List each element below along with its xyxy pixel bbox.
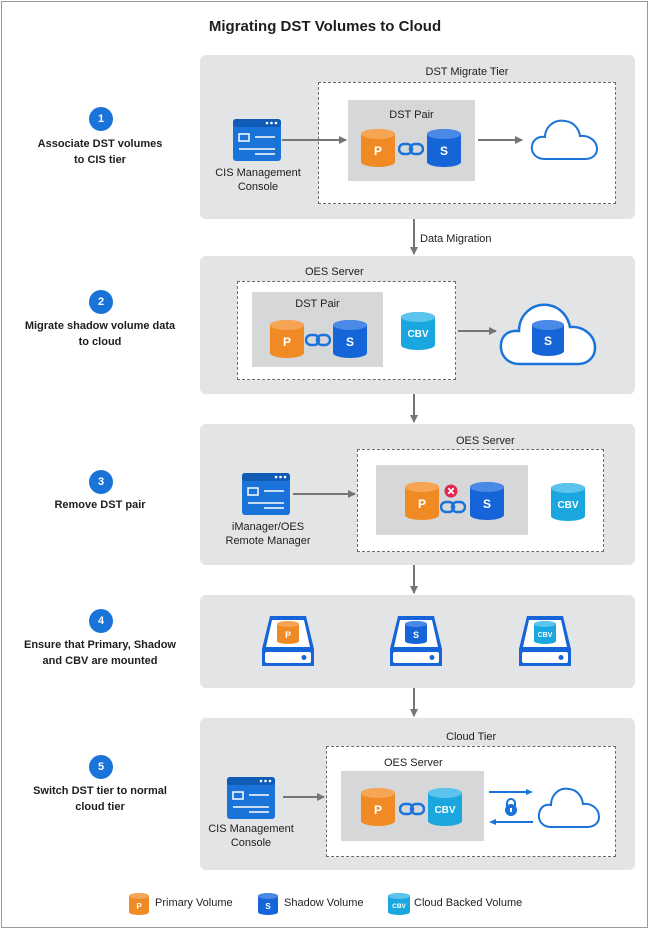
cbv-volume-icon: CBV (401, 312, 435, 350)
container-label: DST Migrate Tier (425, 66, 509, 78)
cloud-icon (530, 116, 600, 162)
step-description: Associate DST volumes to CIS tier (10, 136, 190, 168)
container-label: OES Server (305, 266, 364, 278)
shadow-volume-icon: S (333, 320, 367, 358)
container-label: Cloud Tier (446, 731, 497, 743)
volume-badge: S (265, 902, 271, 911)
step-description-line: cloud tier (75, 801, 125, 813)
console-label: CIS Management Console (201, 822, 301, 850)
step-description-line: Associate DST volumes (37, 138, 163, 150)
console-label-line: Console (230, 837, 272, 849)
volume-badge: P (374, 144, 382, 158)
console-label-line: Remote Manager (225, 535, 311, 547)
container-label: OES Server (456, 435, 515, 447)
link-icon (305, 333, 331, 347)
console-label: iManager/OES Remote Manager (213, 520, 323, 548)
shadow-volume-icon: S (470, 482, 504, 520)
primary-volume-icon: P (405, 482, 439, 520)
volume-badge: S (544, 334, 552, 348)
volume-badge: S (413, 630, 419, 640)
step-description-line: Ensure that Primary, Shadow (23, 639, 176, 651)
step-number: 3 (89, 470, 113, 494)
link-icon (399, 802, 425, 816)
pair-label: DST Pair (389, 109, 434, 121)
primary-volume-icon: P (361, 788, 395, 826)
step-description: Ensure that Primary, Shadow and CBV are … (10, 637, 190, 669)
step-description-line: Remove DST pair (54, 499, 146, 511)
volume-badge: S (483, 497, 491, 511)
volume-badge: P (283, 335, 291, 349)
console-icon (242, 473, 290, 515)
volume-badge: S (440, 144, 448, 158)
data-migration-label: Data Migration (420, 233, 492, 245)
cbv-volume-icon: CBV (428, 788, 462, 826)
legend-cbv-icon: CBV (388, 893, 410, 915)
sync-arrows-icon (488, 789, 534, 825)
cbv-volume-icon: CBV (551, 483, 585, 521)
step-description-line: to cloud (78, 336, 122, 348)
volume-badge: CBV (434, 805, 455, 816)
volume-badge: P (285, 630, 291, 640)
volume-badge: P (136, 902, 142, 911)
step-description: Remove DST pair (10, 497, 190, 513)
step-description-line: and CBV are mounted (42, 655, 158, 667)
legend-shadow-icon: S (258, 893, 278, 915)
step-description-line: to CIS tier (74, 154, 126, 166)
step-description-line: Migrate shadow volume data (24, 320, 176, 332)
primary-drive-icon: P (260, 613, 316, 669)
volume-badge: S (346, 335, 354, 349)
legend-label: Primary Volume (155, 897, 233, 909)
console-label-line: Console (237, 181, 279, 193)
volume-badge: CBV (392, 903, 406, 910)
pair-label: DST Pair (295, 298, 340, 310)
shadow-volume-icon: S (427, 129, 461, 167)
console-icon (227, 777, 275, 819)
step-number: 4 (89, 609, 113, 633)
console-label-line: CIS Management (208, 823, 294, 835)
console-label: CIS Management Console (208, 166, 308, 194)
console-label-line: CIS Management (215, 167, 301, 179)
primary-volume-icon: P (270, 320, 304, 358)
cbv-drive-icon: CBV (517, 613, 573, 669)
step-description: Switch DST tier to normal cloud tier (10, 783, 190, 815)
lock-icon (502, 797, 520, 817)
legend-label: Cloud Backed Volume (414, 897, 523, 909)
legend-primary-icon: P (129, 893, 149, 915)
primary-volume-icon: P (361, 129, 395, 167)
volume-badge: CBV (407, 329, 428, 340)
step-number: 2 (89, 290, 113, 314)
link-icon (440, 500, 466, 514)
diagram-title: Migrating DST Volumes to Cloud (208, 18, 442, 35)
volume-badge: CBV (557, 500, 578, 511)
console-label-line: iManager/OES (231, 521, 305, 533)
volume-badge: P (374, 803, 382, 817)
remove-x-icon (444, 484, 458, 498)
server-label: OES Server (384, 757, 443, 769)
volume-badge: P (418, 497, 426, 511)
step-description: Migrate shadow volume data to cloud (10, 318, 190, 350)
shadow-volume-icon: S (532, 320, 564, 356)
step-number: 1 (89, 107, 113, 131)
shadow-drive-icon: S (388, 613, 444, 669)
step-description-line: Switch DST tier to normal (33, 785, 167, 797)
legend-label: Shadow Volume (284, 897, 364, 909)
step-number: 5 (89, 755, 113, 779)
cloud-icon (537, 784, 601, 830)
link-icon (398, 142, 424, 156)
volume-badge: CBV (538, 632, 553, 639)
console-icon (233, 119, 281, 161)
